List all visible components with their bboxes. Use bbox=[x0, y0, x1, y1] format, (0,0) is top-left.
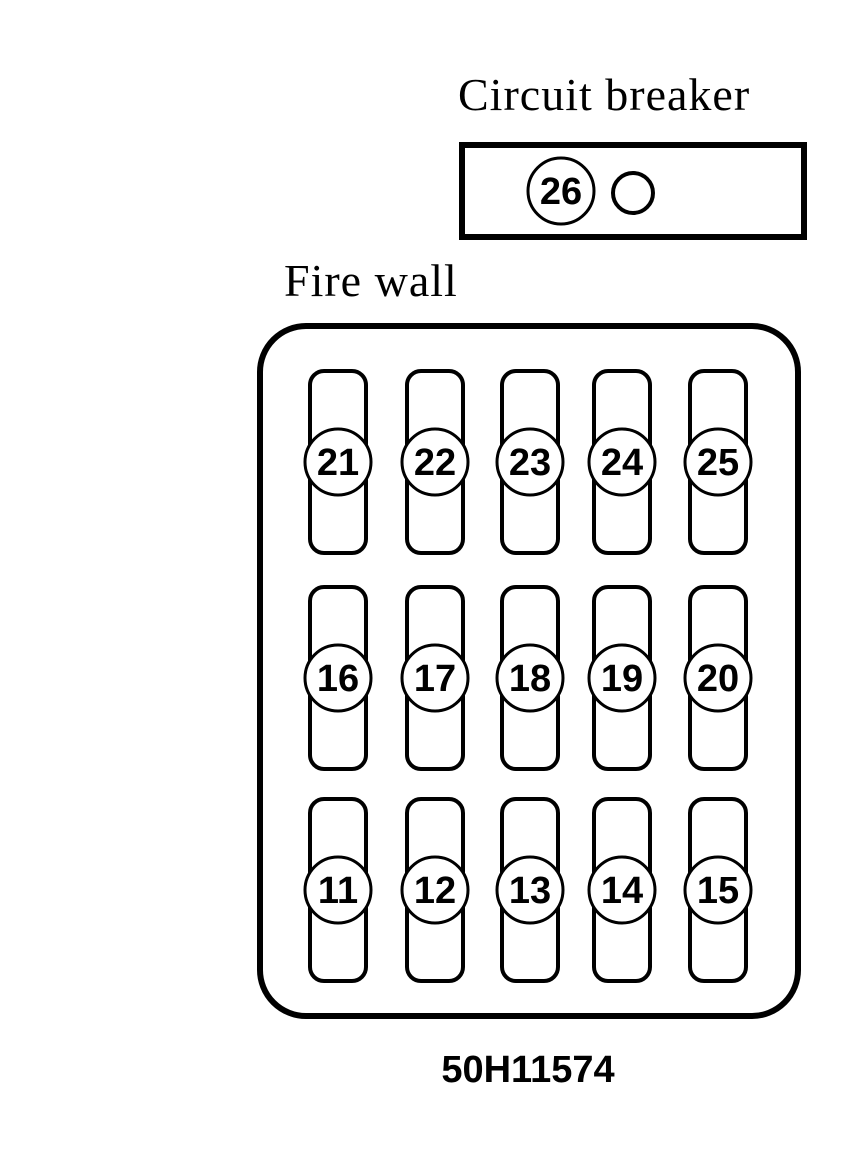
fuse-18: 18 bbox=[495, 585, 565, 771]
diagram-code: 50H11574 bbox=[441, 1049, 614, 1091]
fuse-11: 11 bbox=[303, 797, 373, 983]
fuse-number-11: 11 bbox=[318, 870, 358, 912]
fuse-23: 23 bbox=[495, 369, 565, 555]
fuse-number-20: 20 bbox=[697, 658, 739, 700]
fuse-number-23: 23 bbox=[509, 442, 551, 484]
fuse-17: 17 bbox=[400, 585, 470, 771]
fuse-circle-11 bbox=[303, 855, 373, 925]
fuse-number-19: 19 bbox=[601, 658, 643, 700]
fuse-circle-12 bbox=[400, 855, 470, 925]
fuse-circle-18 bbox=[495, 643, 565, 713]
fuse-circle-20 bbox=[683, 643, 753, 713]
fuse-circle-26 bbox=[526, 156, 596, 226]
fuse-circle-23 bbox=[495, 427, 565, 497]
fire-wall-fuse-panel bbox=[257, 323, 801, 1019]
fire-wall-label: Fire wall bbox=[284, 255, 458, 306]
fuse-number-25: 25 bbox=[697, 442, 739, 484]
circuit-breaker-label: Circuit breaker bbox=[458, 69, 750, 120]
fuse-15: 15 bbox=[683, 797, 753, 983]
fuse-number-18: 18 bbox=[509, 658, 551, 700]
fuse-number-15: 15 bbox=[697, 870, 739, 912]
fuse-number-21: 21 bbox=[317, 442, 359, 484]
fuse-12: 12 bbox=[400, 797, 470, 983]
fuse-number-24: 24 bbox=[601, 442, 643, 484]
fuse-number-22: 22 bbox=[414, 442, 456, 484]
fuse-number-26: 26 bbox=[540, 171, 582, 213]
fuse-circle-16 bbox=[303, 643, 373, 713]
circuit-breaker-box bbox=[459, 142, 807, 240]
fuse-number-14: 14 bbox=[601, 870, 643, 912]
fuse-circle-21 bbox=[303, 427, 373, 497]
fuse-circle-17 bbox=[400, 643, 470, 713]
fuse-20: 20 bbox=[683, 585, 753, 771]
fuse-22: 22 bbox=[400, 369, 470, 555]
fuse-number-17: 17 bbox=[414, 658, 456, 700]
fuse-21: 21 bbox=[303, 369, 373, 555]
fuse-grid: 21 22 23 24 25 16 17 18 19 20 11 12 13 14 15 bbox=[303, 369, 753, 983]
fuse-circle-22 bbox=[400, 427, 470, 497]
fuse-circle-14 bbox=[587, 855, 657, 925]
fuse-circle-19 bbox=[587, 643, 657, 713]
fuse-number-16: 16 bbox=[317, 658, 359, 700]
fuse-circle-13 bbox=[495, 855, 565, 925]
fuse-circle-25 bbox=[683, 427, 753, 497]
fuse-number-13: 13 bbox=[509, 870, 551, 912]
fuse-circle-15 bbox=[683, 855, 753, 925]
fuse-25: 25 bbox=[683, 369, 753, 555]
circuit-breaker-fuse: 26 bbox=[526, 156, 596, 226]
breaker-terminal-icon bbox=[611, 171, 655, 215]
fuse-16: 16 bbox=[303, 585, 373, 771]
fuse-14: 14 bbox=[587, 797, 657, 983]
fuse-number-12: 12 bbox=[414, 870, 456, 912]
fuse-circle-24 bbox=[587, 427, 657, 497]
fuse-13: 13 bbox=[495, 797, 565, 983]
fuse-24: 24 bbox=[587, 369, 657, 555]
fuse-19: 19 bbox=[587, 585, 657, 771]
